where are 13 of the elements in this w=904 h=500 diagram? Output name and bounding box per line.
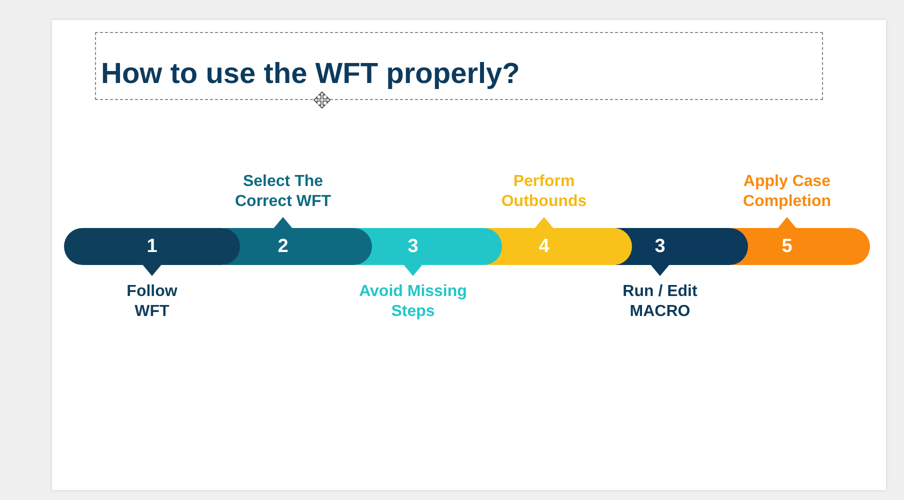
step-label: Follow WFT xyxy=(126,282,178,322)
step-number: 4 xyxy=(538,236,550,258)
step-label: Avoid Missing Steps xyxy=(358,282,468,322)
step-label: Perform Outbounds xyxy=(500,172,588,212)
step-number: 5 xyxy=(780,236,794,258)
step-number: 3 xyxy=(654,236,666,258)
title: How to use the WFT properly? xyxy=(101,58,520,91)
step-number: 1 xyxy=(146,236,158,258)
step-label: Run / Edit MACRO xyxy=(622,282,698,322)
step-label: Apply Case Completion xyxy=(742,172,832,212)
step-number: 2 xyxy=(276,236,290,258)
step-number: 3 xyxy=(406,236,420,258)
step-label: Select The Correct WFT xyxy=(234,172,332,212)
